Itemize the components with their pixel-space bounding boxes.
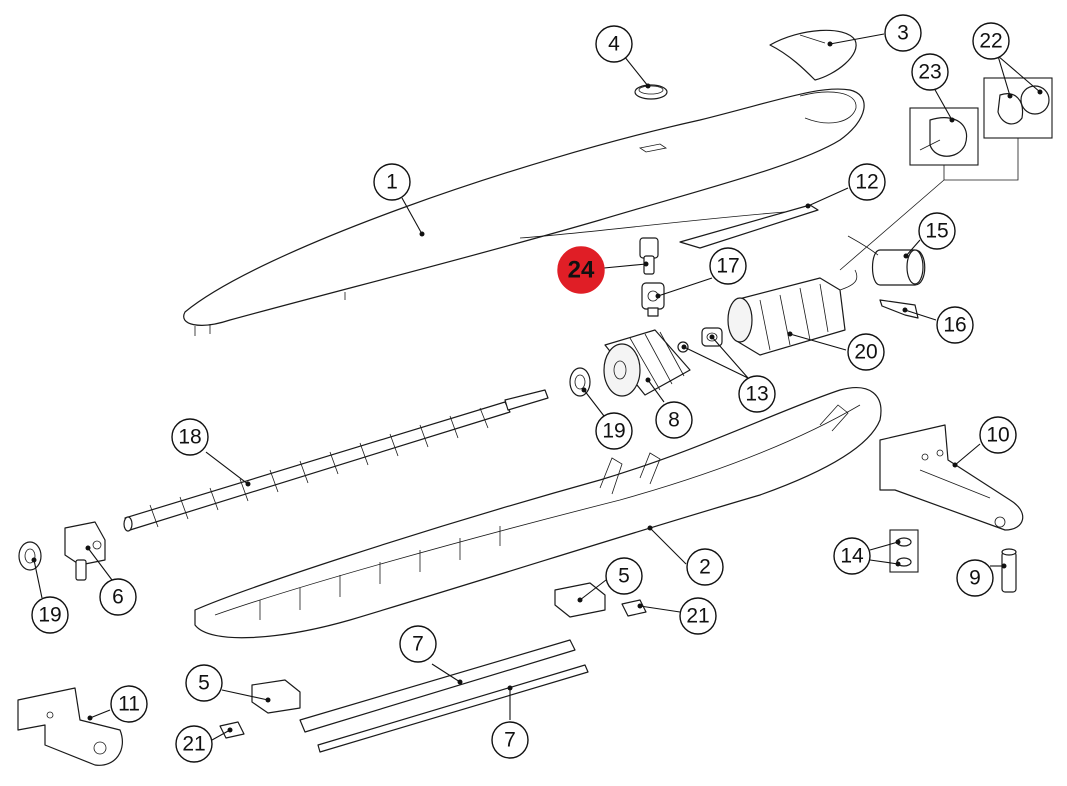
callout-18: 18 xyxy=(171,418,209,456)
callout-19-lower: 19 xyxy=(31,596,69,634)
callout-21-upper: 21 xyxy=(679,597,717,635)
callout-13: 13 xyxy=(738,375,776,413)
callout-5-upper: 5 xyxy=(605,557,643,595)
inset-connector xyxy=(839,138,1019,271)
part-12-strip xyxy=(679,204,819,249)
svg-text:8: 8 xyxy=(668,409,680,432)
svg-text:7: 7 xyxy=(412,633,424,656)
part-5-limit-switch-lower xyxy=(251,679,301,714)
svg-text:4: 4 xyxy=(608,33,620,56)
part-11-front-bracket xyxy=(17,687,123,766)
part-3-end-cap xyxy=(769,29,857,81)
part-21-clip-upper xyxy=(621,599,647,617)
svg-text:18: 18 xyxy=(178,426,201,449)
svg-text:23: 23 xyxy=(918,61,941,84)
svg-text:5: 5 xyxy=(618,565,630,588)
callout-1: 1 xyxy=(373,163,411,201)
callout-17: 17 xyxy=(709,247,747,285)
svg-text:9: 9 xyxy=(969,567,981,590)
part-9-pin xyxy=(1001,548,1017,593)
part-15-capacitor xyxy=(847,235,926,286)
svg-text:16: 16 xyxy=(943,314,966,337)
svg-text:24: 24 xyxy=(568,257,595,284)
part-23-inset xyxy=(909,107,979,166)
part-14-washers xyxy=(889,529,919,573)
callout-11: 11 xyxy=(110,685,148,723)
svg-text:13: 13 xyxy=(745,383,768,406)
callout-22: 22 xyxy=(972,22,1010,60)
part-19-bearing-lower xyxy=(18,541,42,571)
callout-5-lower: 5 xyxy=(185,664,223,702)
part-7-rail-lower xyxy=(317,664,589,753)
part-22-inset xyxy=(983,77,1053,139)
callout-9: 9 xyxy=(956,559,994,597)
callout-12: 12 xyxy=(848,163,886,201)
callout-8: 8 xyxy=(655,401,693,439)
callout-20: 20 xyxy=(847,333,885,371)
svg-text:14: 14 xyxy=(840,545,864,568)
callout-14: 14 xyxy=(833,537,871,575)
svg-text:22: 22 xyxy=(979,30,1002,53)
callout-19-upper: 19 xyxy=(595,412,633,450)
svg-text:20: 20 xyxy=(854,341,877,364)
svg-text:17: 17 xyxy=(716,255,739,278)
part-18-worm-screw xyxy=(123,389,549,532)
part-8-gear xyxy=(603,329,691,397)
callout-24-highlighted[interactable]: 24 xyxy=(557,246,605,294)
svg-text:5: 5 xyxy=(198,672,210,695)
part-17-release-knob xyxy=(641,282,665,317)
callout-10: 10 xyxy=(979,416,1017,454)
part-7-rail-upper xyxy=(299,639,576,733)
callout-15: 15 xyxy=(918,212,956,250)
svg-text:6: 6 xyxy=(112,586,124,609)
leader-lines xyxy=(31,33,1043,741)
callout-16: 16 xyxy=(936,306,974,344)
part-1-top-cover xyxy=(183,88,865,336)
svg-text:19: 19 xyxy=(602,420,625,443)
callout-7-upper: 7 xyxy=(399,625,437,663)
callout-23: 23 xyxy=(911,53,949,91)
part-24-release-key xyxy=(639,237,659,275)
part-4-plug xyxy=(634,84,668,100)
svg-text:1: 1 xyxy=(386,171,398,194)
part-16-clip xyxy=(879,299,919,319)
callout-21-lower: 21 xyxy=(175,725,213,763)
callout-3: 3 xyxy=(884,14,922,52)
callout-4: 4 xyxy=(595,25,633,63)
svg-text:11: 11 xyxy=(118,693,140,716)
svg-text:12: 12 xyxy=(855,171,878,194)
svg-text:3: 3 xyxy=(897,22,909,45)
part-19-bearing-upper xyxy=(569,367,591,397)
svg-text:21: 21 xyxy=(686,605,709,628)
part-20-motor xyxy=(727,269,858,356)
svg-text:2: 2 xyxy=(699,556,711,579)
callout-7-lower: 7 xyxy=(491,721,529,759)
part-2-lower-housing xyxy=(194,387,882,639)
svg-text:21: 21 xyxy=(182,733,205,756)
svg-text:19: 19 xyxy=(38,604,61,627)
part-10-rear-bracket xyxy=(879,424,1024,531)
callout-6: 6 xyxy=(99,578,137,616)
part-6-front-fitting xyxy=(64,521,106,581)
callout-2: 2 xyxy=(686,548,724,586)
svg-text:10: 10 xyxy=(986,424,1009,447)
svg-text:7: 7 xyxy=(504,729,516,752)
svg-text:15: 15 xyxy=(925,220,948,243)
